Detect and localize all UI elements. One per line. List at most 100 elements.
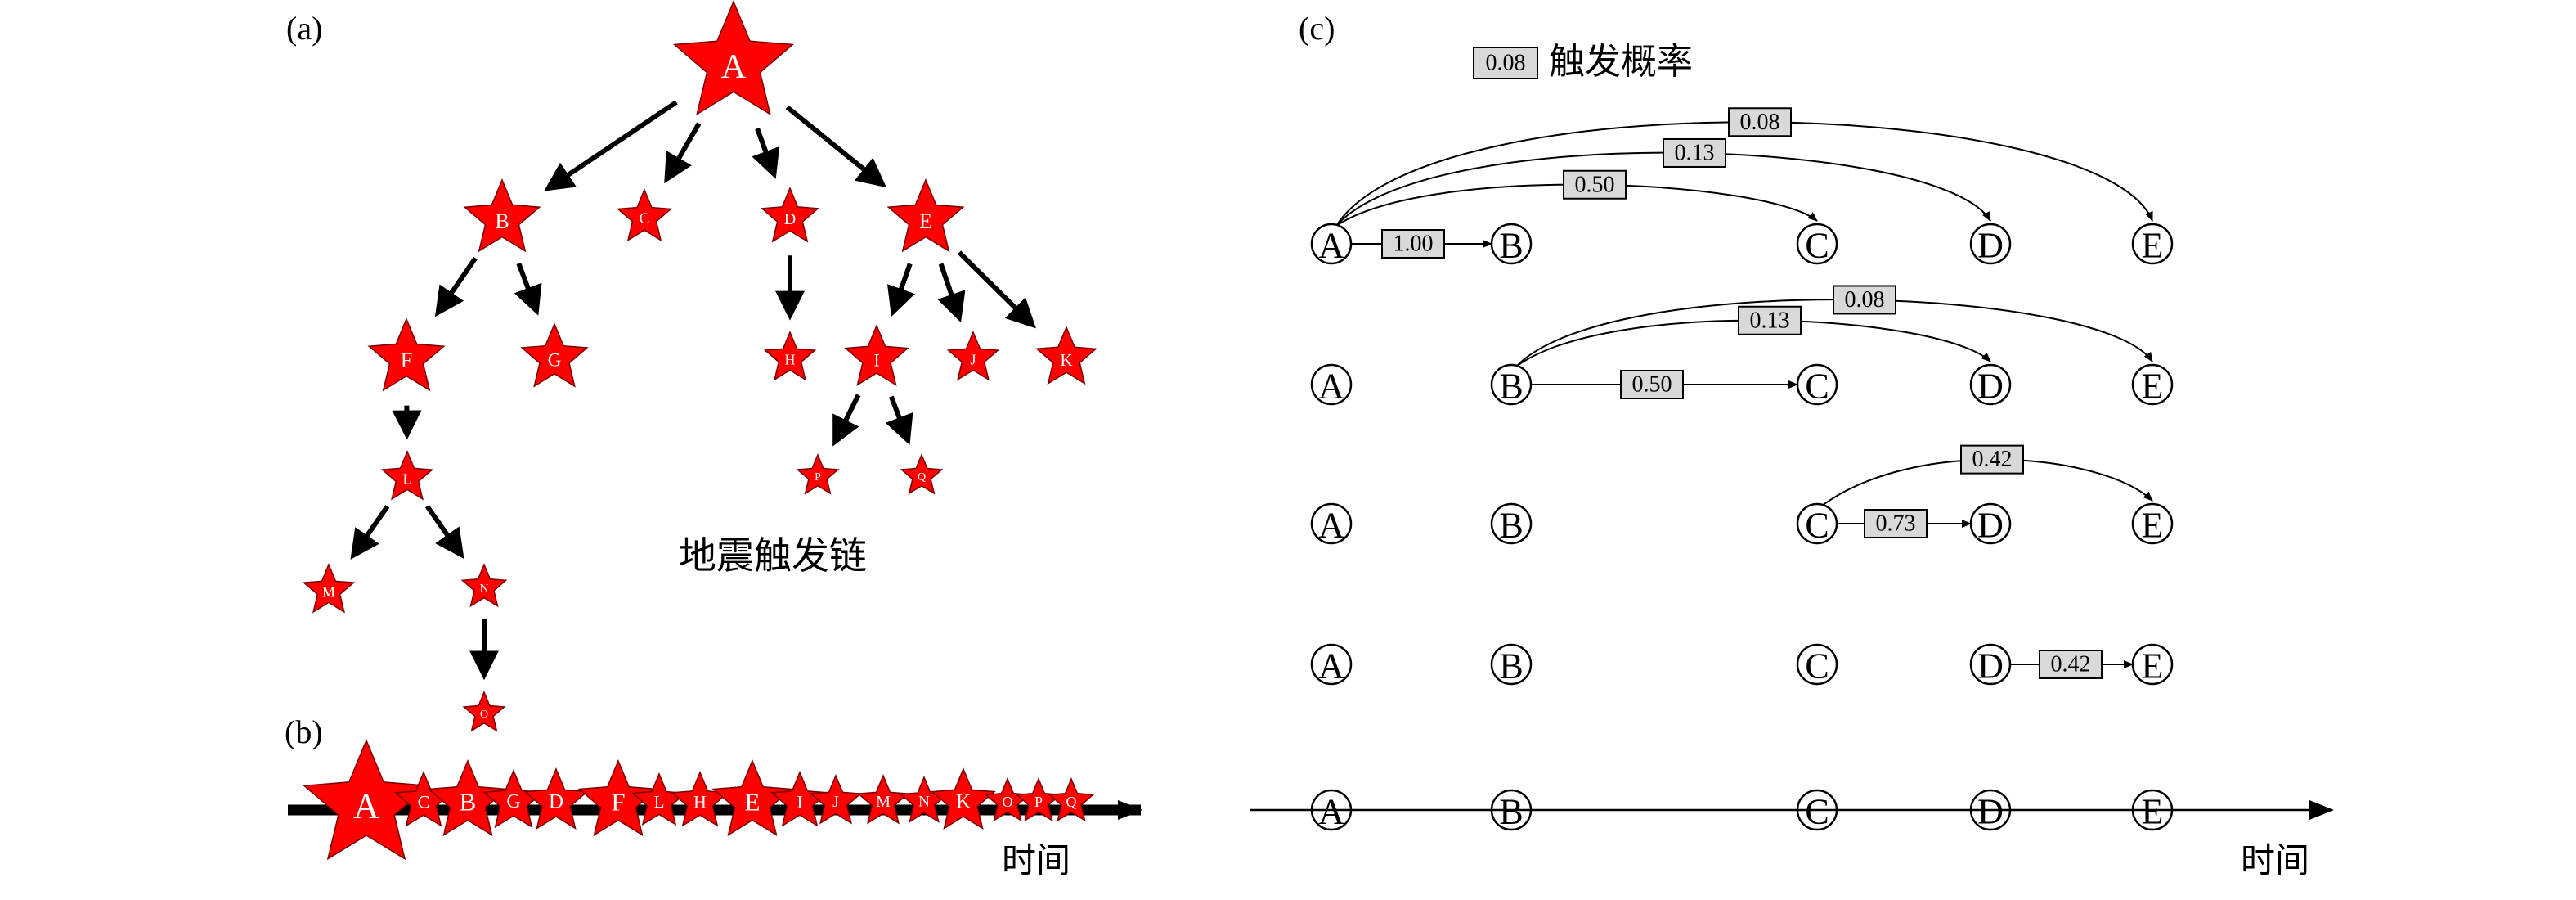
prob-box bbox=[1381, 229, 1445, 259]
prob-edge-b-d: 0.13 bbox=[1515, 305, 1991, 367]
node-label: B bbox=[1499, 226, 1523, 266]
node-label: E bbox=[2142, 792, 2164, 832]
prob-edge-a-b: 1.00 bbox=[1351, 229, 1492, 259]
star-shape bbox=[856, 774, 910, 825]
node-e-row-2: E bbox=[2131, 363, 2174, 407]
star-label: L bbox=[403, 471, 412, 488]
prob-value: 0.50 bbox=[1575, 172, 1615, 197]
node-circle bbox=[1490, 223, 1533, 265]
timeline-star-m: M bbox=[856, 774, 910, 825]
star-shape bbox=[523, 767, 589, 830]
node-c-row-4: C bbox=[1796, 643, 1838, 686]
timeline-star-b: B bbox=[427, 759, 509, 837]
edge-a-e bbox=[785, 105, 887, 188]
timeline-star-a: A bbox=[303, 739, 430, 861]
prob-edge-a-c: 0.50 bbox=[1335, 169, 1818, 227]
star-label: F bbox=[611, 788, 625, 817]
star-d: D bbox=[760, 187, 820, 243]
star-shape bbox=[760, 187, 820, 243]
node-circle bbox=[1310, 502, 1353, 545]
star-shape bbox=[770, 771, 830, 827]
node-b-row-1: B bbox=[1490, 223, 1533, 266]
node-label: B bbox=[1499, 367, 1523, 407]
edge-a-d bbox=[752, 128, 780, 179]
prob-value: 0.08 bbox=[1845, 287, 1885, 313]
node-circle bbox=[1490, 502, 1533, 545]
node-e-row-4: E bbox=[2131, 643, 2174, 686]
timeline-star-j: J bbox=[809, 774, 863, 825]
star-label: P bbox=[1034, 794, 1043, 810]
prob-box bbox=[1728, 107, 1792, 137]
prob-edge-b-c: 0.50 bbox=[1531, 370, 1798, 399]
prob-box bbox=[1960, 444, 2024, 475]
star-label: D bbox=[784, 210, 796, 228]
star-shape bbox=[763, 331, 817, 381]
star-label: I bbox=[873, 350, 879, 371]
legend-prob-text: 触发概率 bbox=[1549, 41, 1693, 83]
prob-edge-d-e: 0.42 bbox=[2010, 650, 2134, 679]
star-shape bbox=[900, 453, 944, 495]
panel-label-b: (b) bbox=[285, 713, 323, 750]
star-label: J bbox=[970, 352, 976, 368]
prob-value: 0.13 bbox=[1750, 308, 1790, 333]
edge-b-f bbox=[434, 256, 478, 317]
node-label: D bbox=[1977, 367, 2004, 407]
star-label: K bbox=[956, 791, 971, 813]
node-label: C bbox=[1805, 646, 1829, 686]
edge-i-p bbox=[832, 394, 861, 447]
prob-box bbox=[2039, 650, 2103, 679]
prob-value: 0.42 bbox=[2051, 652, 2091, 677]
star-shape bbox=[809, 774, 863, 825]
star-label: H bbox=[785, 352, 796, 368]
prob-edge-c-d: 0.73 bbox=[1837, 509, 1972, 538]
star-shape bbox=[931, 767, 996, 830]
timeline-star-l: L bbox=[631, 772, 688, 826]
prob-box bbox=[1833, 285, 1896, 315]
star-label: E bbox=[745, 788, 761, 817]
prob-value: 0.73 bbox=[1876, 511, 1916, 537]
edge-a-b bbox=[544, 100, 678, 191]
star-shape bbox=[672, 0, 795, 116]
node-label: B bbox=[1499, 792, 1523, 832]
legend-prob-value: 0.08 bbox=[1486, 51, 1526, 76]
star-l: L bbox=[380, 450, 434, 501]
prob-edge-a-d: 0.13 bbox=[1335, 137, 1991, 227]
star-shape bbox=[1035, 326, 1097, 385]
timeline-star-h: H bbox=[670, 771, 730, 827]
star-label: F bbox=[401, 349, 412, 372]
star-label: P bbox=[815, 471, 821, 484]
timeline-star-k: K bbox=[931, 767, 996, 830]
legend-prob-box bbox=[1473, 47, 1538, 79]
star-label: K bbox=[1060, 350, 1072, 370]
star-shape bbox=[796, 453, 840, 495]
star-label: O bbox=[1003, 794, 1013, 810]
timeline-star-e: E bbox=[711, 759, 793, 837]
node-circle bbox=[1969, 223, 2012, 265]
edge-i-q bbox=[885, 395, 913, 445]
node-d-row-2: D bbox=[1969, 363, 2012, 407]
star-f: F bbox=[367, 317, 446, 392]
star-label: D bbox=[549, 791, 563, 813]
edge-a-c bbox=[664, 122, 702, 184]
star-h: H bbox=[763, 331, 817, 381]
star-label: L bbox=[654, 792, 665, 812]
prob-value: 0.42 bbox=[1972, 447, 2013, 472]
node-circle bbox=[1490, 643, 1533, 686]
node-label: B bbox=[1499, 506, 1523, 546]
node-d-row-4: D bbox=[1969, 643, 2012, 686]
star-label: Q bbox=[918, 471, 926, 484]
prob-edge-b-e: 0.08 bbox=[1515, 285, 2153, 367]
node-b-row-2: B bbox=[1490, 363, 1533, 407]
node-label: E bbox=[2142, 506, 2164, 546]
node-label: C bbox=[1805, 367, 1829, 407]
node-circle bbox=[1796, 223, 1838, 265]
node-circle bbox=[1969, 643, 2012, 686]
star-shape bbox=[577, 759, 659, 837]
node-label: B bbox=[1499, 646, 1523, 686]
star-shape bbox=[367, 317, 446, 392]
node-a-row-4: A bbox=[1310, 643, 1353, 686]
star-label: M bbox=[876, 793, 891, 811]
node-label: D bbox=[1977, 226, 2004, 266]
